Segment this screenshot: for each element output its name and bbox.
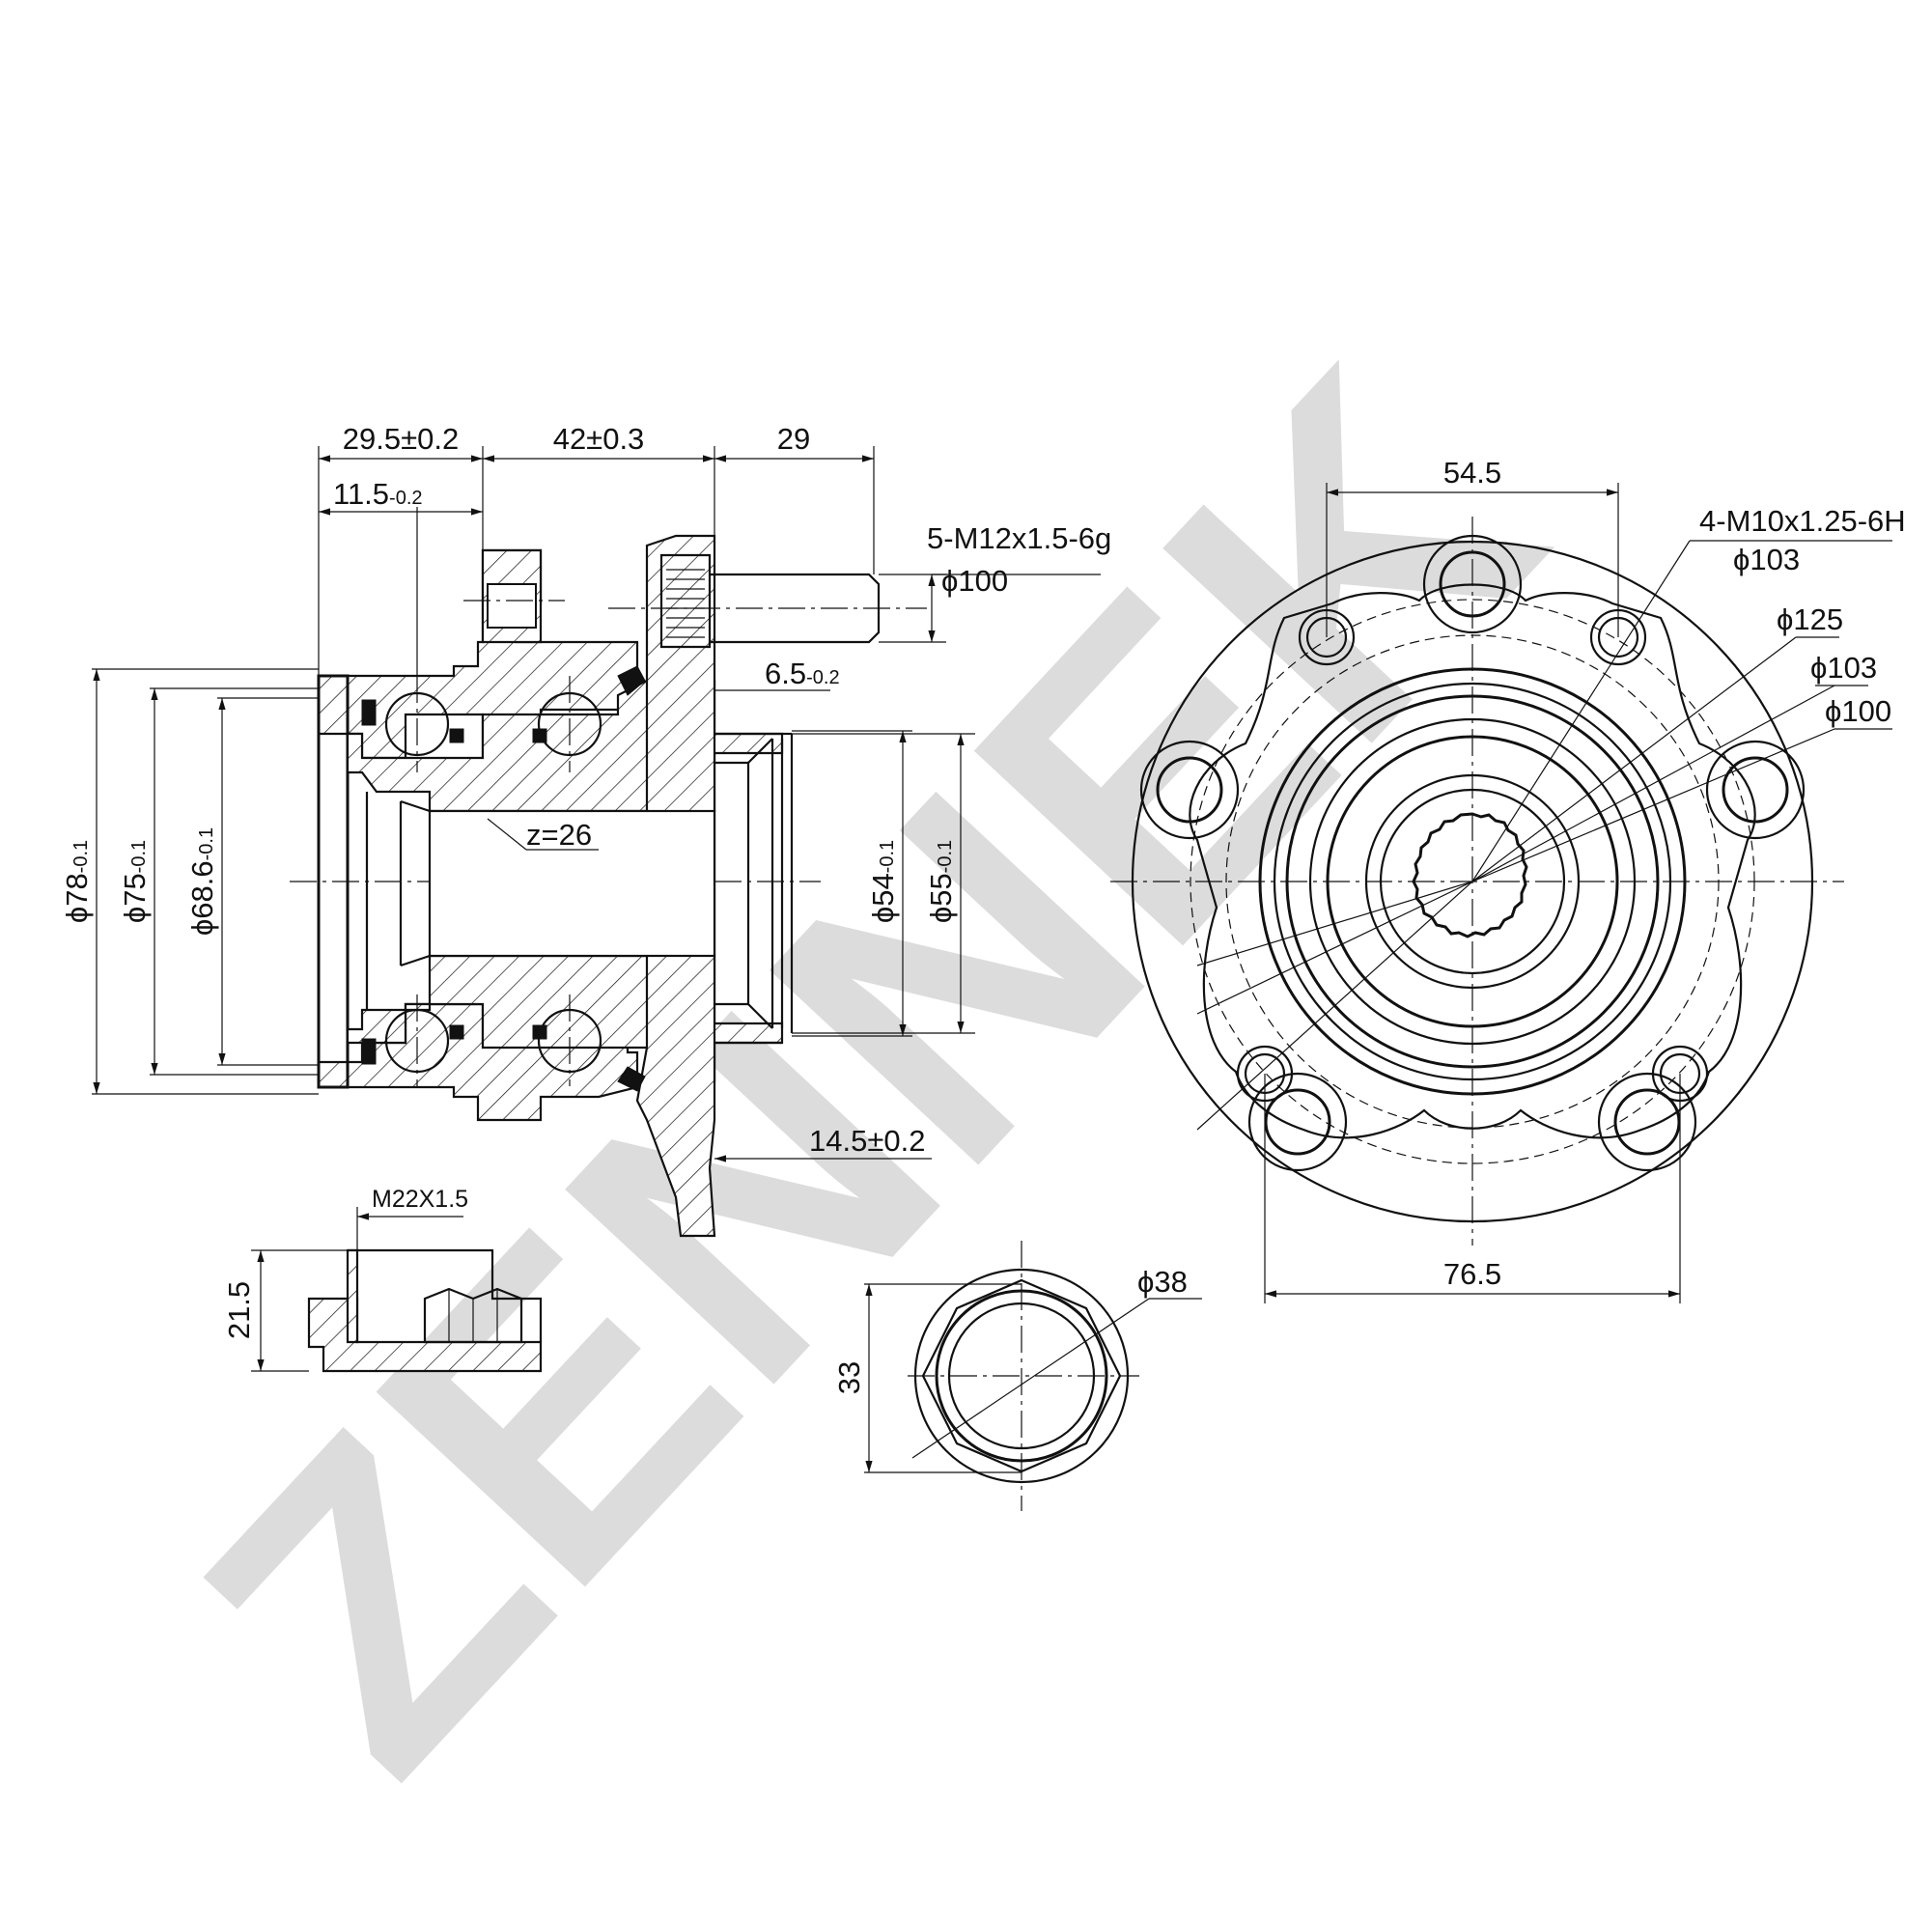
dim-d55: ϕ55-0.1 <box>924 840 958 923</box>
section-view: 29.5±0.2 42±0.3 29 11.5-0.2 5-M12x1.5-6g… <box>60 422 1111 1238</box>
spline-label: z=26 <box>526 818 592 852</box>
dim-14-5: 14.5±0.2 <box>809 1124 925 1158</box>
stud-knurl <box>666 569 705 638</box>
dim-42: 42±0.3 <box>553 422 645 456</box>
front-d125: ϕ125 <box>1777 602 1843 636</box>
dim-d68-6: ϕ68.6-0.1 <box>185 827 219 936</box>
nut-front-view: ϕ38 33 <box>832 1241 1202 1511</box>
dim-d75: ϕ75-0.1 <box>118 840 152 923</box>
dim-6-5: 6.5-0.2 <box>765 657 840 690</box>
front-d103: ϕ103 <box>1810 651 1877 685</box>
nut-diameter-label: ϕ38 <box>1137 1265 1188 1299</box>
front-view: 54.5 76.5 4-M10x1.25-6H ϕ103 ϕ125 ϕ103 ϕ… <box>1110 456 1906 1303</box>
front-d100: ϕ100 <box>1825 694 1891 728</box>
dim-d78: ϕ78-0.1 <box>60 840 94 923</box>
nut-across-flats-label: 33 <box>832 1361 866 1394</box>
nut-side-view: M22X1.5 21.5 <box>222 1186 543 1373</box>
dim-d54: ϕ54-0.1 <box>866 840 900 923</box>
tapped-thread-label: 4-M10x1.25-6H <box>1699 504 1906 538</box>
dim-29: 29 <box>777 422 810 456</box>
stud-pcd-label: ϕ100 <box>941 564 1008 598</box>
front-width-top: 54.5 <box>1443 456 1501 490</box>
dim-11-5: 11.5-0.2 <box>333 477 423 511</box>
front-width-bottom: 76.5 <box>1443 1257 1501 1291</box>
nut-thread-label: M22X1.5 <box>372 1186 468 1213</box>
stud-thread-label: 5-M12x1.5-6g <box>927 521 1111 555</box>
dim-29-5: 29.5±0.2 <box>343 422 459 456</box>
nut-height-label: 21.5 <box>222 1281 256 1339</box>
tapped-pcd-label: ϕ103 <box>1733 543 1800 576</box>
